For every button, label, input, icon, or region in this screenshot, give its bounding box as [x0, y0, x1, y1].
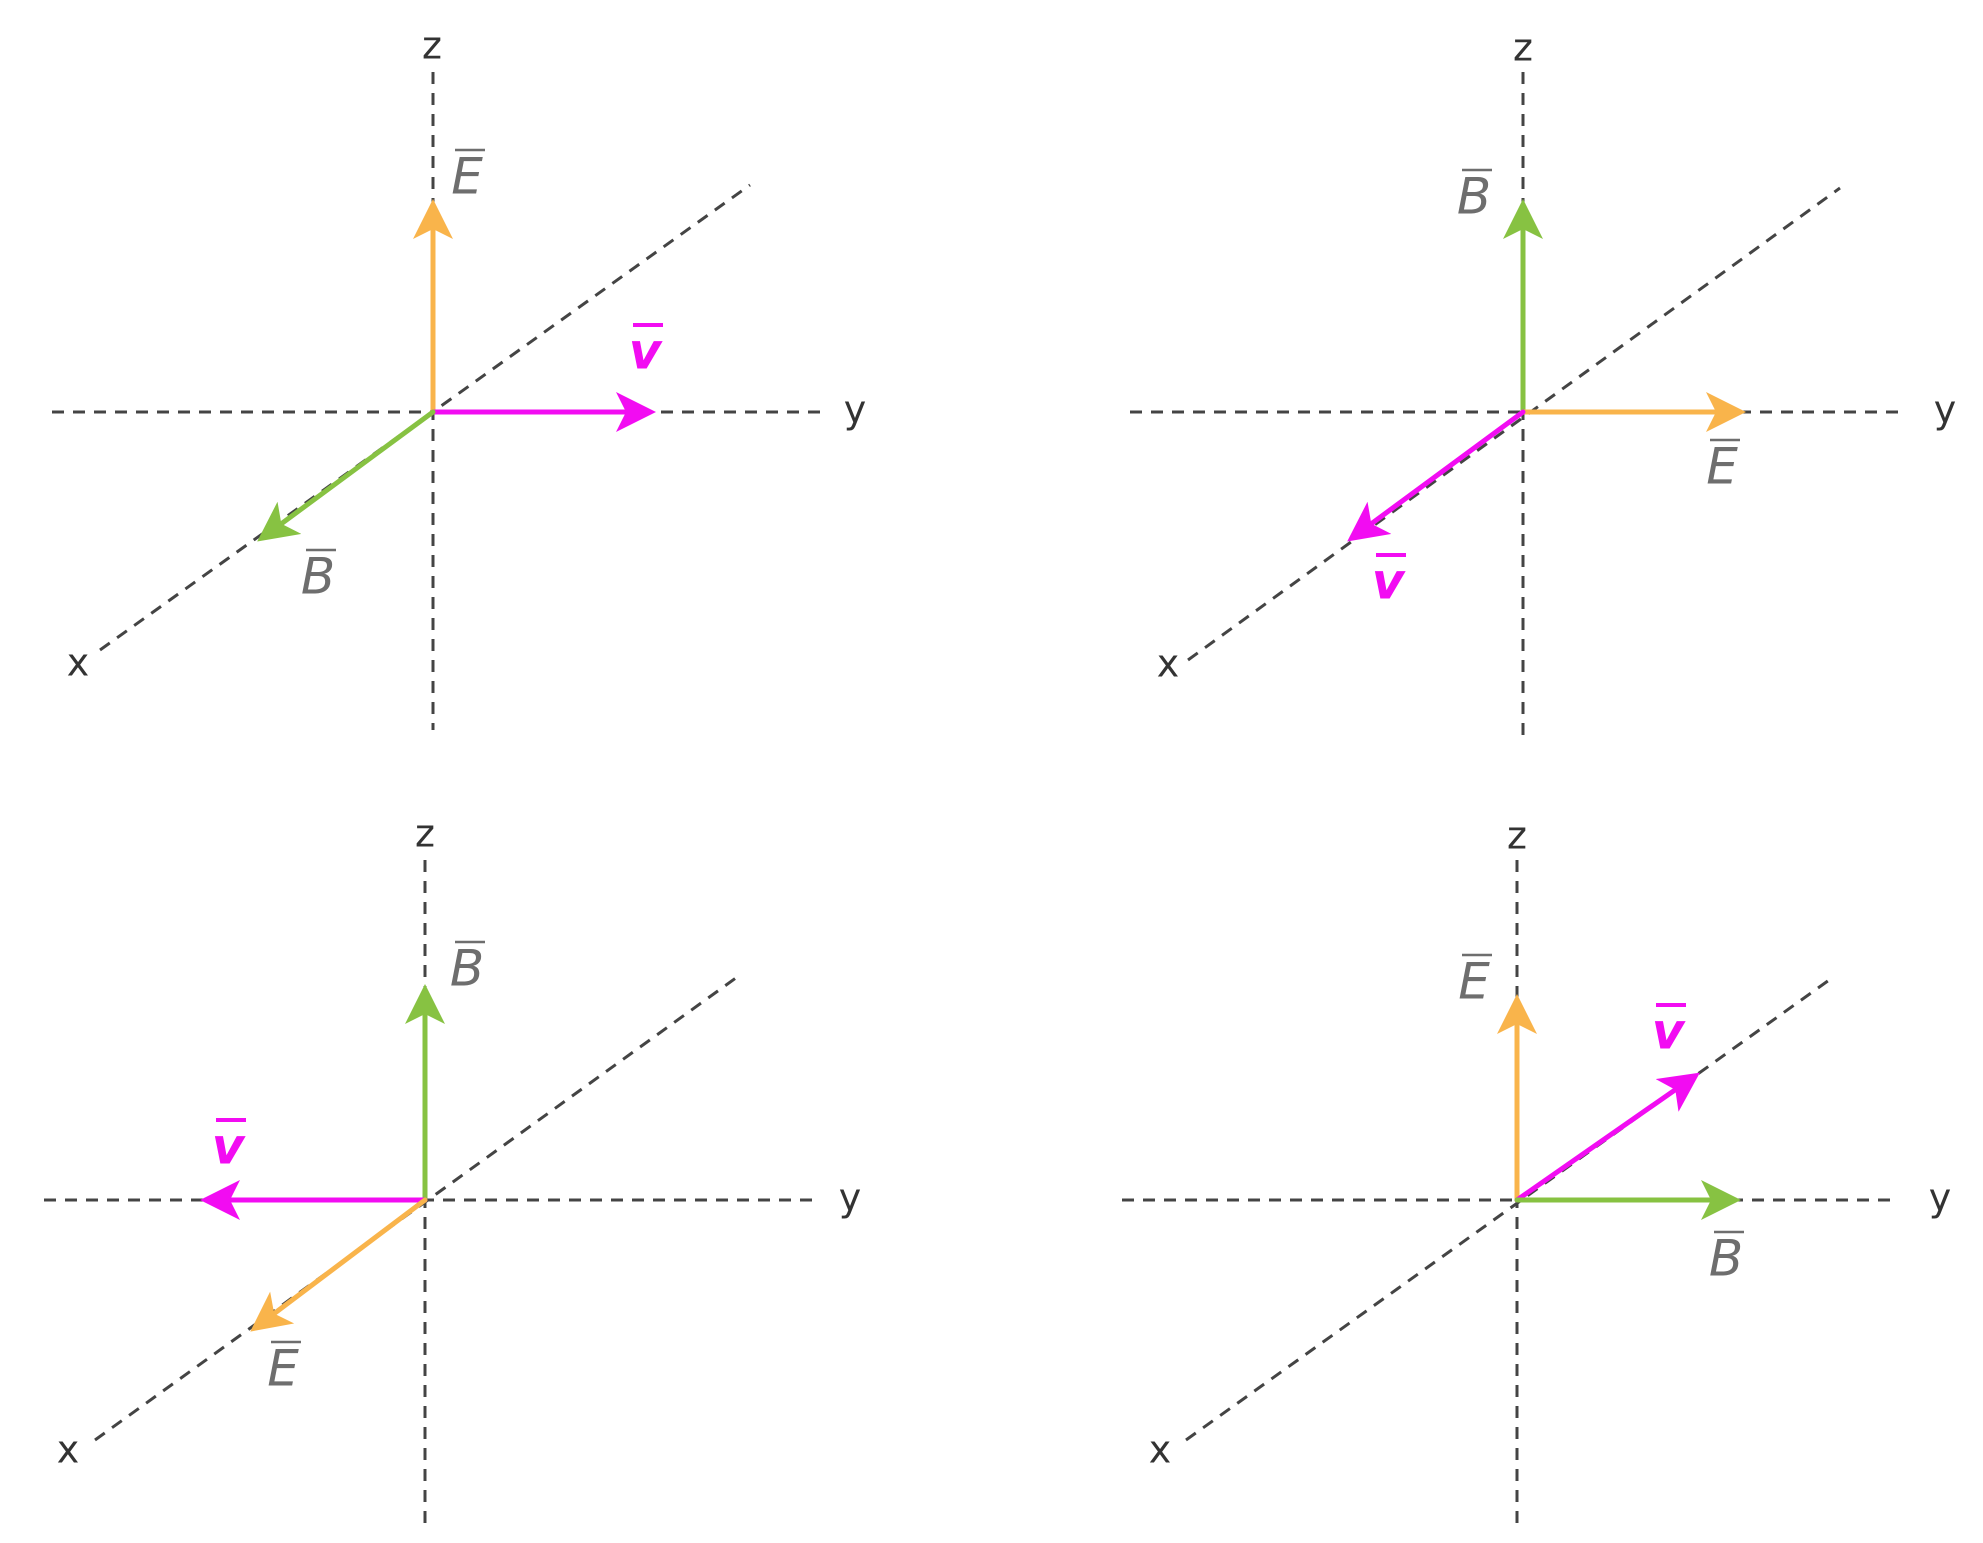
velocity-label: v	[629, 323, 663, 381]
velocity-label-text: v	[1372, 553, 1406, 611]
electric-field-label-text: E	[1706, 438, 1738, 496]
x-axis-label: x	[67, 641, 90, 685]
magnetic-field-label-text: B	[1457, 168, 1491, 226]
electric-field-label: E	[451, 148, 485, 206]
velocity-arrow	[1514, 1072, 1700, 1203]
z-axis-label: z	[1513, 26, 1533, 70]
magnetic-field-label-text: B	[1709, 1230, 1743, 1288]
velocity-label: v	[1652, 1003, 1686, 1061]
electric-field-label-text: E	[451, 148, 483, 206]
x-axis-label: x	[1149, 1428, 1172, 1472]
electric-field-label: E	[1706, 438, 1740, 496]
velocity-label-text: v	[629, 323, 663, 381]
x-axis-label: x	[57, 1428, 80, 1472]
magnetic-field-arrow	[257, 409, 436, 542]
x-axis	[94, 973, 741, 1442]
velocity-arrow	[1347, 409, 1526, 542]
velocity-label-text: v	[1652, 1003, 1686, 1061]
y-axis-label: y	[1929, 1176, 1952, 1220]
electric-field-label-text: E	[267, 1340, 299, 1398]
magnetic-field-label: B	[1709, 1230, 1744, 1288]
y-axis-label: y	[839, 1176, 862, 1220]
magnetic-field-label: B	[450, 940, 485, 998]
electric-field-label: E	[1458, 953, 1492, 1011]
z-axis-label: z	[422, 24, 442, 68]
y-axis-label: y	[844, 388, 867, 432]
y-axis-label: y	[1934, 388, 1957, 432]
magnetic-field-label-text: B	[450, 940, 484, 998]
panel-2: x y zB Ev	[1130, 26, 1957, 736]
z-axis-label: z	[415, 812, 435, 856]
electric-field-label: E	[267, 1340, 301, 1398]
magnetic-field-label: B	[301, 548, 336, 606]
velocity-label: v	[212, 1118, 246, 1176]
x-axis	[1185, 976, 1833, 1442]
velocity-label: v	[1372, 553, 1406, 611]
electric-field-arrow	[250, 1197, 428, 1332]
x-axis-label: x	[1157, 642, 1180, 686]
x-axis	[1187, 186, 1841, 662]
magnetic-field-label-text: B	[301, 548, 335, 606]
magnetic-field-label: B	[1457, 168, 1492, 226]
z-axis-label: z	[1507, 814, 1527, 858]
velocity-label-text: v	[212, 1118, 246, 1176]
electric-field-label-text: E	[1458, 953, 1490, 1011]
